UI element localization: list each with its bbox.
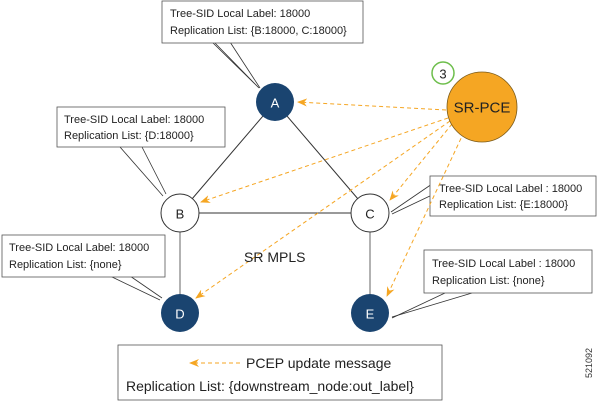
callout-c-label: Tree-SID Local Label : 18000 [439, 183, 582, 195]
callout-d-replication: Replication List: {none} [9, 259, 122, 271]
pcep-arrow-to-e [386, 131, 465, 297]
link-a-b [179, 101, 276, 214]
figure-id: 521092 [584, 348, 594, 378]
legend-replication-format: Replication List: {downstream_node:out_l… [126, 378, 414, 394]
node-e-label: E [366, 307, 375, 322]
callout-c: Tree-SID Local Label : 18000 Replication… [429, 175, 597, 217]
pcep-arrow-to-a [297, 98, 447, 111]
step-badge: 3 [431, 61, 455, 85]
pcep-arrow-to-c [389, 123, 453, 201]
pcep-arrow-to-b [200, 117, 449, 203]
node-a-label: A [271, 96, 280, 111]
step-badge-number: 3 [439, 67, 446, 82]
node-b: B [160, 193, 200, 233]
callout-b: Tree-SID Local Label: 18000 Replication … [56, 106, 226, 148]
callout-b-replication: Replication List: {D:18000} [64, 130, 194, 142]
callout-pointer-e-2 [391, 292, 473, 318]
legend-pcep-label: PCEP update message [246, 355, 391, 371]
node-e: E [351, 294, 389, 332]
callout-pointer-d-1 [109, 275, 161, 301]
callout-pointers [109, 41, 473, 319]
callout-pointer-d-2 [129, 275, 163, 299]
callout-pointer-a-2 [229, 41, 261, 89]
link-a-c [274, 101, 371, 214]
callout-e-replication: Replication List: {none} [432, 275, 545, 287]
callout-pointer-b-2 [141, 146, 167, 195]
callout-d-label: Tree-SID Local Label: 18000 [9, 242, 149, 254]
callout-d: Tree-SID Local Label: 18000 Replication … [1, 234, 166, 278]
pcep-arrows [195, 98, 465, 299]
network-label: SR MPLS [244, 249, 305, 265]
callout-c-replication: Replication List: {E:18000} [439, 199, 568, 211]
callout-pointer-e-1 [391, 292, 446, 319]
callout-pointer-c-1 [390, 183, 433, 213]
legend: PCEP update message Replication List: {d… [117, 344, 443, 401]
sr-pce-label: SR-PCE [454, 100, 511, 117]
callout-a-label: Tree-SID Local Label: 18000 [170, 8, 310, 20]
callout-pointer-c-2 [391, 194, 433, 215]
sr-pce-controller: SR-PCE [446, 71, 518, 143]
node-a: A [256, 83, 294, 121]
callout-a-replication: Replication List: {B:18000, C:18000} [170, 25, 347, 37]
callout-e-label: Tree-SID Local Label : 18000 [432, 258, 575, 270]
callout-a: Tree-SID Local Label: 18000 Replication … [161, 0, 364, 44]
node-c: C [350, 193, 390, 233]
callout-pointer-a [211, 41, 260, 89]
node-d: D [161, 294, 199, 332]
node-d-label: D [175, 307, 184, 322]
node-b-label: B [176, 207, 185, 222]
callout-pointer-b-1 [119, 146, 164, 197]
pcep-arrow-to-d [195, 120, 451, 299]
callout-b-label: Tree-SID Local Label: 18000 [64, 114, 204, 126]
callout-e: Tree-SID Local Label : 18000 Replication… [423, 249, 593, 294]
node-c-label: C [365, 207, 374, 222]
